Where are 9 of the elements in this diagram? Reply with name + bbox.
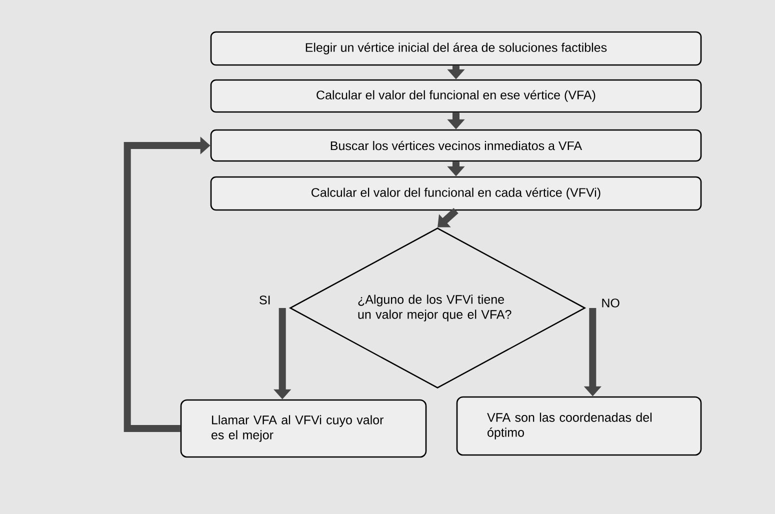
edge-label: SI [258,294,272,306]
edge-label: NO [600,298,621,308]
process-box: Calcular el valor del funcional en cada vértice (VFVi) [210,176,702,211]
process-box: Calcular el valor del funcional en ese vértice (VFA) [210,79,702,113]
process-box: VFA son las coordenadas del óptimo [456,396,702,456]
arrow [438,208,458,228]
process-box: Buscar los vértices vecinos inmediatos a VFA [210,129,702,162]
process-box: Elegir un vértice inicial del área de soluciones factibles [210,31,702,66]
process-box: Llamar VFA al VFVi cuyo valor es el mejor [180,399,427,458]
